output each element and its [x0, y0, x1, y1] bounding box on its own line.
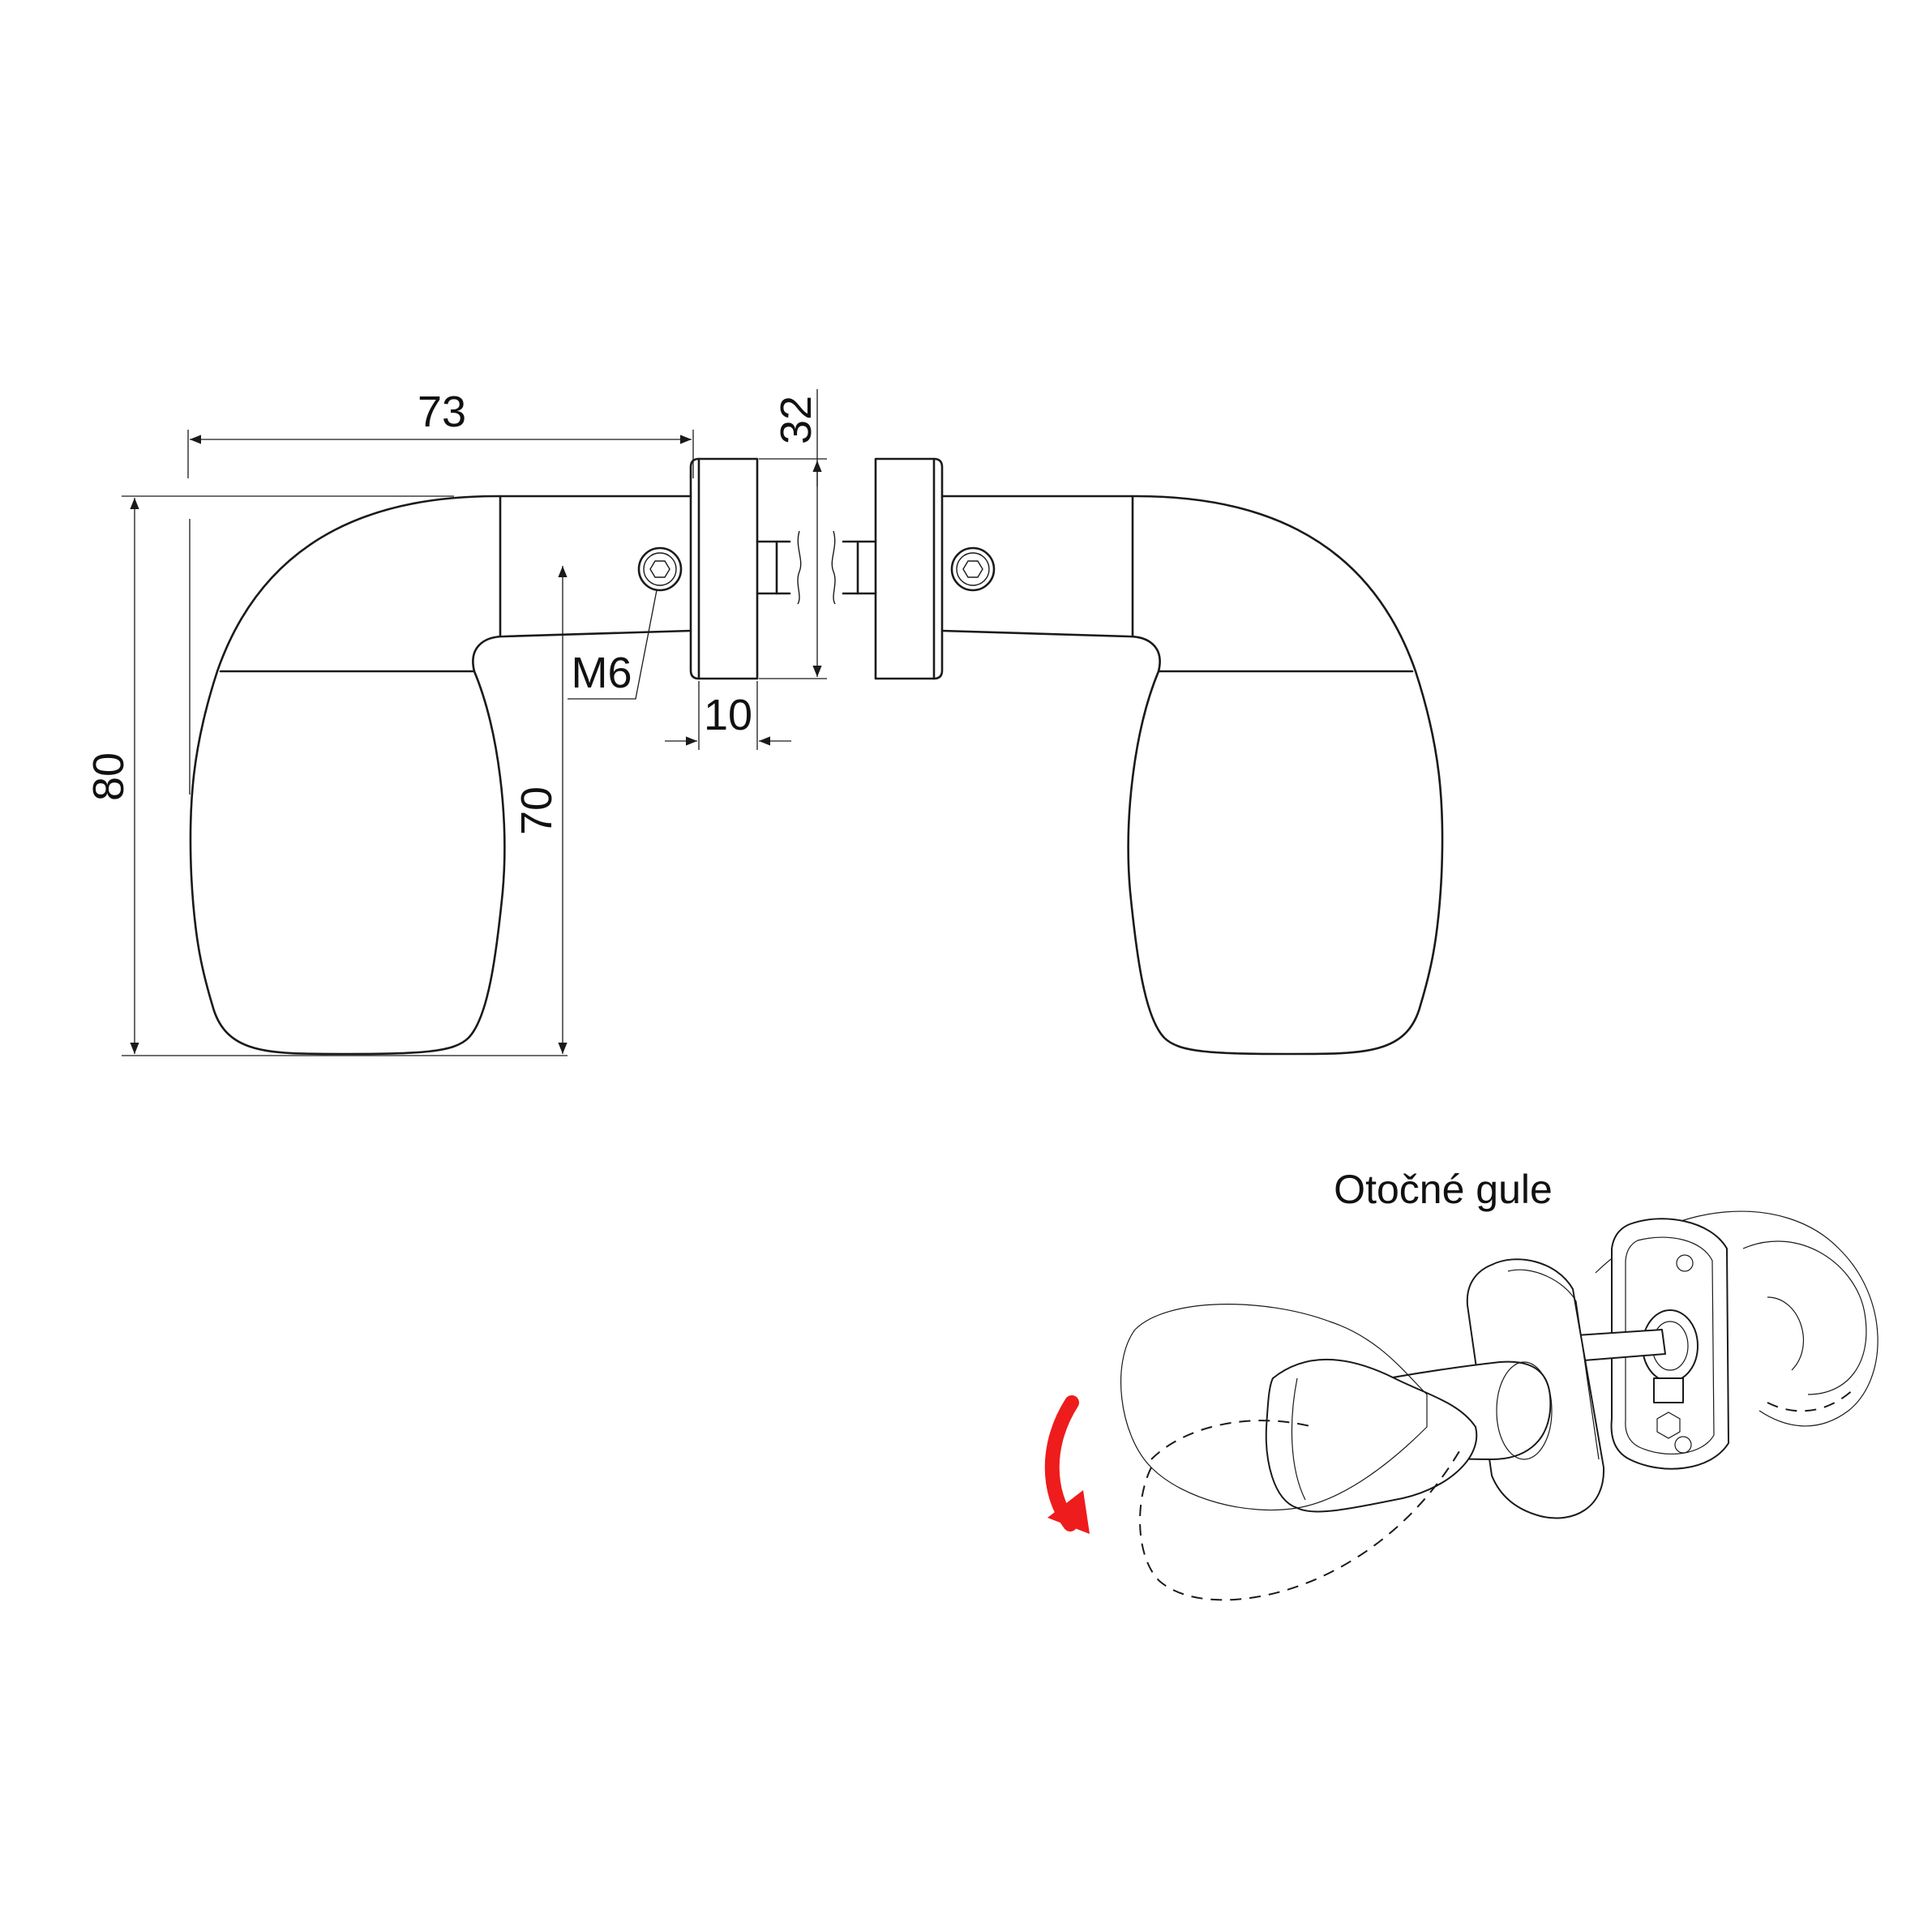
caption-rotating-knobs: Otočné gule [1334, 1167, 1553, 1212]
iso-front-knob [1265, 1358, 1478, 1513]
left-rose [689, 457, 802, 680]
right-hex-screw-icon [950, 546, 996, 592]
left-knob-outline [189, 495, 692, 1056]
iso-ghost-knob-outline [1120, 1304, 1428, 1511]
dim-label-70: 70 [512, 786, 561, 835]
iso-rotated-knob-dashed [1139, 1450, 1460, 1601]
isometric-assembly [1044, 1210, 1878, 1601]
dim-label-73: 73 [418, 388, 466, 436]
left-knob [189, 495, 692, 1056]
dim-label-10: 10 [704, 691, 752, 739]
dim-label-80: 80 [84, 752, 133, 801]
rotation-arrowhead-icon [1047, 1490, 1090, 1534]
dimension-lines [122, 389, 827, 1056]
iso-back-knob-outline [1595, 1210, 1878, 1427]
left-hex-screw-icon [637, 546, 683, 592]
right-rose [831, 457, 944, 680]
right-knob [940, 495, 1444, 1056]
dim-label-m6: M6 [571, 649, 632, 697]
dim-label-32: 32 [772, 396, 820, 444]
